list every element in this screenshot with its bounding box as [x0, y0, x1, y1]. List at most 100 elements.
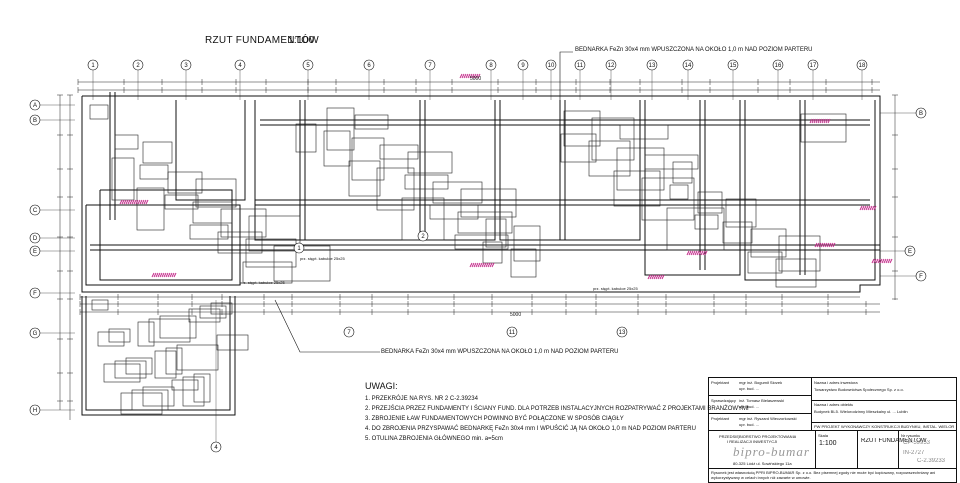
axis-bubble-text: 16	[775, 63, 782, 69]
top-grounding-note: BEDNARKA FeZn 30x4 mm WPUSZCZONA NA OKOŁ…	[575, 47, 813, 53]
footing-outline	[619, 124, 669, 140]
axis-bubble	[29, 99, 41, 111]
hatch-mark	[694, 250, 698, 256]
footing-outline	[588, 140, 631, 177]
hatch-mark	[688, 250, 692, 256]
axis-bubble	[904, 245, 916, 257]
footing-outline	[182, 376, 205, 407]
axis-bubble-text: F	[33, 291, 37, 297]
hatch-mark	[137, 199, 141, 205]
hatch-mark	[873, 258, 877, 264]
footing-outline	[644, 154, 699, 170]
footing-outline	[616, 147, 665, 191]
footing-outline	[199, 305, 227, 319]
footing-outline	[295, 123, 317, 153]
hatch-mark	[467, 73, 471, 79]
hatch-mark	[698, 250, 702, 256]
foundation-walls	[81, 92, 881, 416]
tb-footer: Rysunek jest własnością PPRI BIPRO-BUMAR…	[711, 470, 936, 480]
note-leader	[559, 51, 573, 100]
axis-bubble	[807, 59, 819, 71]
hatch-mark	[481, 262, 485, 268]
axis-bubble	[417, 230, 429, 242]
axis-bubble-text: A	[33, 103, 37, 109]
footing-outline	[591, 117, 635, 161]
pipe-label: prz. stępt. kabuloe 25x25	[300, 256, 345, 261]
hatch-mark	[125, 199, 129, 205]
hatch-mark	[821, 118, 825, 124]
tb-role: Projektant	[711, 380, 730, 385]
hatch-mark	[151, 272, 155, 278]
axis-bubble-text: G	[33, 331, 38, 337]
foundation-strip	[85, 204, 241, 286]
note-item: 5. OTULINA ZBROJENIA GŁÓWNEGO min. a=5cm	[365, 436, 503, 442]
hatch-mark	[469, 73, 473, 79]
hatch-mark	[887, 258, 891, 264]
axis-bubble	[915, 270, 927, 282]
hatch-mark	[459, 73, 463, 79]
hatch-mark	[809, 118, 813, 124]
room-outlines	[89, 104, 847, 415]
axis-bubble-text: 12	[608, 63, 615, 69]
hatch-mark	[473, 73, 477, 79]
axis-bubble	[574, 59, 586, 71]
hatch-mark	[818, 242, 822, 248]
footing-outline	[407, 151, 453, 174]
footing-outline	[672, 161, 693, 184]
hatch-mark	[465, 73, 469, 79]
axis-bubble-text: 14	[685, 63, 692, 69]
tb-scale-label: Skala	[818, 433, 829, 438]
hatch-mark	[133, 199, 137, 205]
axis-bubble-text: 1	[91, 63, 95, 69]
hatch-mark	[830, 242, 834, 248]
hatch-mark	[661, 274, 665, 280]
pipe-label: prz. stępt. kabuloe 25x25	[240, 280, 285, 285]
footing-outline	[148, 318, 191, 343]
footing-outline	[189, 224, 229, 240]
hatch-mark	[659, 274, 663, 280]
hatch-mark	[471, 73, 475, 79]
footing-outline	[778, 235, 821, 272]
tb-nr: CP-59953	[903, 440, 931, 446]
pipe-label: prz. stępt. kabuloe 25x25	[593, 286, 638, 291]
hatch-mark	[127, 199, 131, 205]
hatch-marks	[119, 73, 893, 280]
hatch-mark	[475, 73, 479, 79]
axis-bubble	[29, 404, 41, 416]
footing-outline	[613, 170, 661, 207]
footing-outline	[139, 164, 169, 180]
footing-outline	[351, 137, 385, 181]
axis-bubble	[616, 326, 628, 338]
axis-bubble	[302, 59, 314, 71]
axis-bubble	[772, 59, 784, 71]
hatch-mark	[119, 199, 123, 205]
footing-outline	[114, 134, 139, 150]
hatch-mark	[477, 73, 481, 79]
footing-outline	[154, 350, 177, 379]
hatch-mark	[889, 258, 893, 264]
tb-name: inż. Tomasz Bielaszewski	[739, 398, 785, 403]
axis-bubble	[29, 114, 41, 126]
tb-lic: upr. bud. ...	[739, 422, 760, 427]
foundation-strip	[744, 100, 876, 281]
footing-outline	[142, 386, 175, 407]
hatch-mark	[816, 242, 820, 248]
hatch-mark	[702, 250, 706, 256]
hatch-mark	[463, 73, 467, 79]
hatch-mark	[822, 242, 826, 248]
hatch-mark	[145, 199, 149, 205]
tb-investor: Towarzystwo Budownictwa Społecznego Sp. …	[814, 387, 904, 392]
hatch-mark	[859, 205, 863, 211]
hatch-mark	[135, 199, 139, 205]
footing-outline	[747, 251, 783, 274]
footing-outline	[193, 373, 211, 403]
footing-outline	[165, 347, 183, 375]
footing-outline	[379, 144, 419, 160]
hatch-mark	[649, 274, 653, 280]
hatch-mark	[469, 262, 473, 268]
footing-outline	[125, 357, 153, 375]
footing-outline	[242, 261, 293, 284]
tb-nr: IN-2727	[903, 450, 925, 456]
